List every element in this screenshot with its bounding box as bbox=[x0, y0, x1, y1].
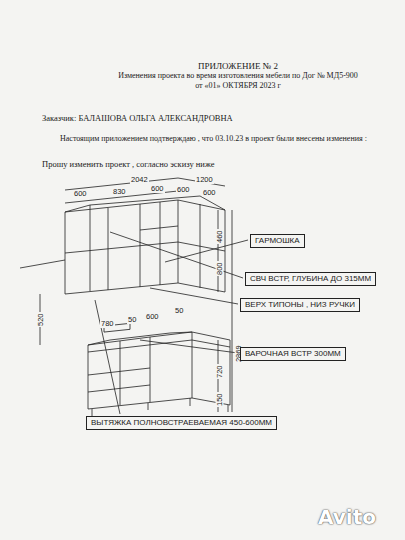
dimension: 520 bbox=[37, 312, 45, 327]
callout-text: СВЧ ВСТР, ГЛУБИНА ДО 315ММ bbox=[250, 275, 371, 283]
dimension: 2042 bbox=[130, 176, 149, 184]
dimension: 50 bbox=[127, 316, 137, 324]
callout-box: ГАРМОШКА bbox=[250, 234, 305, 248]
document-line: Заказчик: БАЛАШОВА ОЛЬГА АЛЕКСАНДРОВНА bbox=[42, 114, 233, 123]
document-line: от «01» ОКТЯБРЯ 2023 г bbox=[195, 82, 281, 90]
dimension: 600 bbox=[145, 313, 160, 321]
dimension: 150 bbox=[216, 392, 224, 407]
document-line: Прошу изменить проект , согласно эскизу … bbox=[42, 160, 214, 169]
dimension: 50 bbox=[174, 307, 184, 315]
callout-text: ВЕРХ ТИПОНЫ , НИЗ РУЧКИ bbox=[245, 301, 355, 309]
document-line: Настоящим приложением подтверждаю , что … bbox=[60, 135, 367, 143]
dimension: 800 bbox=[216, 261, 224, 276]
callout-box: ВЕРХ ТИПОНЫ , НИЗ РУЧКИ bbox=[240, 298, 360, 312]
dimension: 780 bbox=[100, 320, 115, 328]
dimension: 1200 bbox=[195, 176, 214, 184]
watermark: Avito bbox=[318, 507, 376, 527]
dimension: 600 bbox=[176, 186, 191, 194]
document-title: ПРИЛОЖЕНИЕ № 2 bbox=[198, 62, 278, 71]
callout-text: ГАРМОШКА bbox=[255, 237, 300, 245]
callout-box: ВАРОЧНАЯ ВСТР 300ММ bbox=[240, 347, 346, 361]
callout-box: СВЧ ВСТР, ГЛУБИНА ДО 315ММ bbox=[245, 272, 376, 286]
callout-box: ВЫТЯЖКА ПОЛНОВСТРАЕВАЕМАЯ 450-600ММ bbox=[86, 416, 277, 430]
dimension: 460 bbox=[216, 229, 224, 244]
dimension: 720 bbox=[216, 364, 224, 379]
dimension: 600 bbox=[73, 190, 88, 198]
callout-text: ВАРОЧНАЯ ВСТР 300ММ bbox=[245, 350, 341, 358]
document-line: Изменения проекта во время изготовления … bbox=[118, 72, 358, 80]
dimension: 600 bbox=[150, 185, 165, 193]
callout-text: ВЫТЯЖКА ПОЛНОВСТРАЕВАЕМАЯ 450-600ММ bbox=[91, 419, 272, 427]
dimension: 830 bbox=[112, 188, 127, 196]
dimension: 600 bbox=[202, 189, 217, 197]
